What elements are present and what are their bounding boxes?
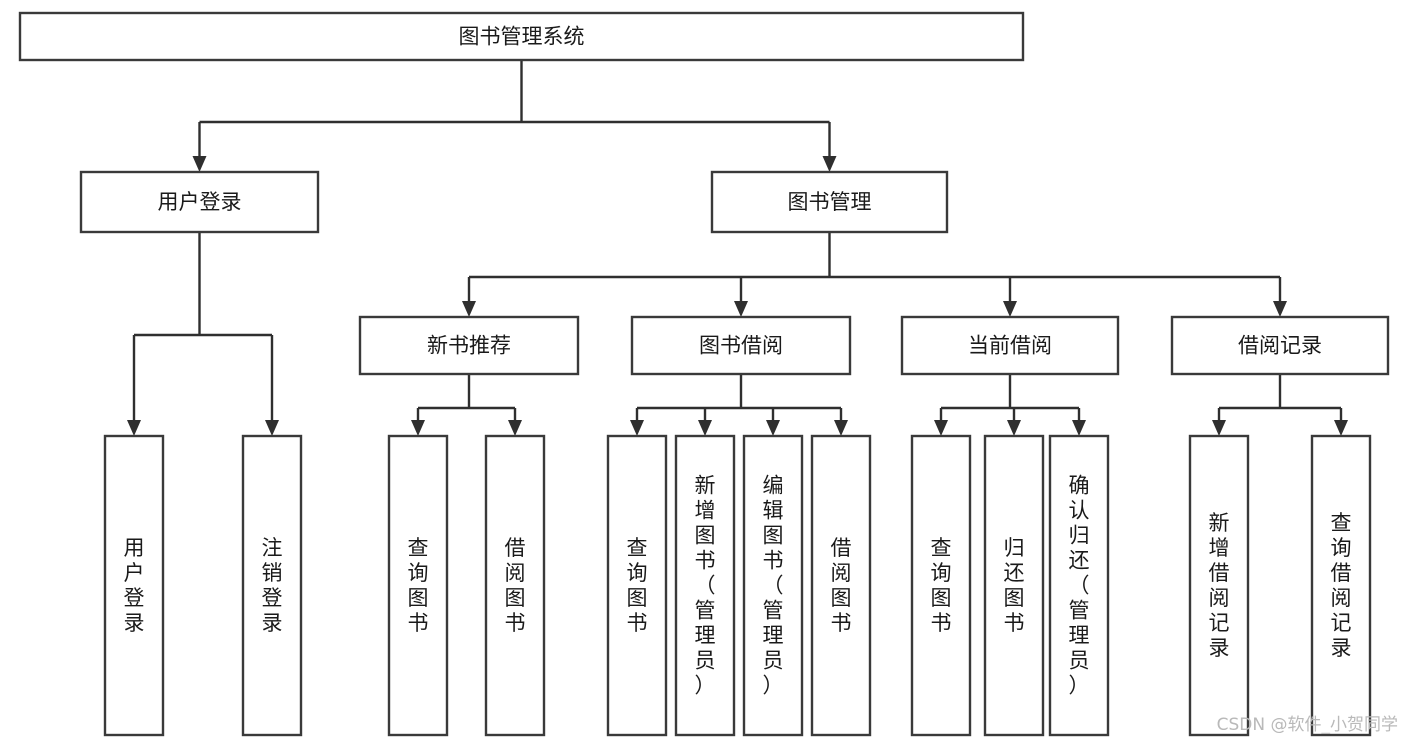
node-box-current-borrow	[900, 315, 1120, 376]
node-label-current-borrow: 当前借阅	[968, 334, 1052, 358]
node-query-book-2[interactable]: 查询图书	[606, 434, 668, 737]
node-label-add-book-admin: 新增图书（管理员）	[695, 474, 716, 698]
arrow-confirm-return-admin-arrowhead	[1072, 420, 1086, 436]
node-current-borrow[interactable]: 当前借阅	[900, 315, 1120, 376]
arrow-return-book-arrowhead	[1007, 420, 1021, 436]
node-book-borrow[interactable]: 图书借阅	[630, 315, 852, 376]
node-box-edit-book-admin	[742, 434, 804, 737]
node-label-query-book-2: 查询图书	[627, 536, 648, 635]
node-box-borrow-book-2	[810, 434, 872, 737]
arrow-query-book-1-arrowhead	[411, 420, 425, 436]
node-label-user-login-do: 用户登录	[124, 536, 145, 635]
arrow-book-borrow-arrowhead	[734, 301, 748, 317]
node-box-query-book-2	[606, 434, 668, 737]
node-new-book-recommend[interactable]: 新书推荐	[358, 315, 580, 376]
node-user-logout[interactable]: 注销登录	[241, 434, 303, 737]
node-box-add-book-admin	[674, 434, 736, 737]
node-label-borrow-record: 借阅记录	[1238, 334, 1322, 358]
node-box-add-borrow-record	[1188, 434, 1250, 737]
node-label-query-borrow-record: 查询借阅记录	[1331, 511, 1352, 660]
arrow-new-book-recommend-arrowhead	[462, 301, 476, 317]
arrow-query-book-3-arrowhead	[934, 420, 948, 436]
arrow-add-book-admin-arrowhead	[698, 420, 712, 436]
node-box-query-book-1	[387, 434, 449, 737]
node-label-user-login: 用户登录	[158, 190, 242, 214]
node-box-confirm-return-admin	[1048, 434, 1110, 737]
connector-layer	[127, 60, 1348, 436]
node-borrow-record[interactable]: 借阅记录	[1170, 315, 1390, 376]
arrow-user-login-arrowhead	[192, 156, 207, 172]
node-label-query-book-1: 查询图书	[408, 536, 429, 635]
node-user-login[interactable]: 用户登录	[79, 170, 320, 234]
node-confirm-return-admin[interactable]: 确认归还（管理员）	[1048, 434, 1110, 737]
arrow-borrow-record-arrowhead	[1273, 301, 1287, 317]
arrow-book-manage-arrowhead	[822, 156, 837, 172]
node-label-confirm-return-admin: 确认归还（管理员）	[1069, 474, 1090, 698]
node-box-book-borrow	[630, 315, 852, 376]
node-book-manage[interactable]: 图书管理	[710, 170, 949, 234]
node-label-borrow-book-1: 借阅图书	[505, 536, 526, 635]
node-box-root	[18, 11, 1025, 62]
arrow-user-login-do-arrowhead	[127, 420, 141, 436]
node-label-return-book: 归还图书	[1004, 536, 1025, 635]
node-label-book-borrow: 图书借阅	[699, 334, 783, 358]
node-label-borrow-book-2: 借阅图书	[831, 536, 852, 635]
node-box-user-login	[79, 170, 320, 234]
node-box-query-borrow-record	[1310, 434, 1372, 737]
node-edit-book-admin[interactable]: 编辑图书（管理员）	[742, 434, 804, 737]
node-return-book[interactable]: 归还图书	[983, 434, 1045, 737]
node-query-book-1[interactable]: 查询图书	[387, 434, 449, 737]
node-layer: 图书管理系统用户登录用户登录注销登录图书管理新书推荐查询图书借阅图书图书借阅查询…	[18, 11, 1390, 737]
node-query-book-3[interactable]: 查询图书	[910, 434, 972, 737]
node-box-borrow-book-1	[484, 434, 546, 737]
csdn-watermark: CSDN @软件_小贺同学	[1217, 715, 1398, 735]
arrow-current-borrow-arrowhead	[1003, 301, 1017, 317]
arrow-user-logout-arrowhead	[265, 420, 279, 436]
node-box-book-manage	[710, 170, 949, 234]
node-box-user-login-do	[103, 434, 165, 737]
node-borrow-book-1[interactable]: 借阅图书	[484, 434, 546, 737]
node-borrow-book-2[interactable]: 借阅图书	[810, 434, 872, 737]
node-label-new-book-recommend: 新书推荐	[427, 334, 511, 358]
node-box-return-book	[983, 434, 1045, 737]
node-root[interactable]: 图书管理系统	[18, 11, 1025, 62]
node-label-query-book-3: 查询图书	[931, 536, 952, 635]
arrow-borrow-book-2-arrowhead	[834, 420, 848, 436]
node-label-book-manage: 图书管理	[788, 190, 872, 214]
node-label-add-borrow-record: 新增借阅记录	[1209, 511, 1230, 660]
node-label-user-logout: 注销登录	[262, 536, 283, 635]
arrow-borrow-book-1-arrowhead	[508, 420, 522, 436]
arrow-edit-book-admin-arrowhead	[766, 420, 780, 436]
node-box-new-book-recommend	[358, 315, 580, 376]
node-add-book-admin[interactable]: 新增图书（管理员）	[674, 434, 736, 737]
arrow-query-book-2-arrowhead	[630, 420, 644, 436]
arrow-add-borrow-record-arrowhead	[1212, 420, 1226, 436]
node-query-borrow-record[interactable]: 查询借阅记录	[1310, 434, 1372, 737]
arrow-query-borrow-record-arrowhead	[1334, 420, 1348, 436]
node-box-user-logout	[241, 434, 303, 737]
node-label-root: 图书管理系统	[459, 25, 585, 49]
node-box-borrow-record	[1170, 315, 1390, 376]
node-add-borrow-record[interactable]: 新增借阅记录	[1188, 434, 1250, 737]
node-box-query-book-3	[910, 434, 972, 737]
node-label-edit-book-admin: 编辑图书（管理员）	[763, 474, 784, 698]
node-user-login-do[interactable]: 用户登录	[103, 434, 165, 737]
